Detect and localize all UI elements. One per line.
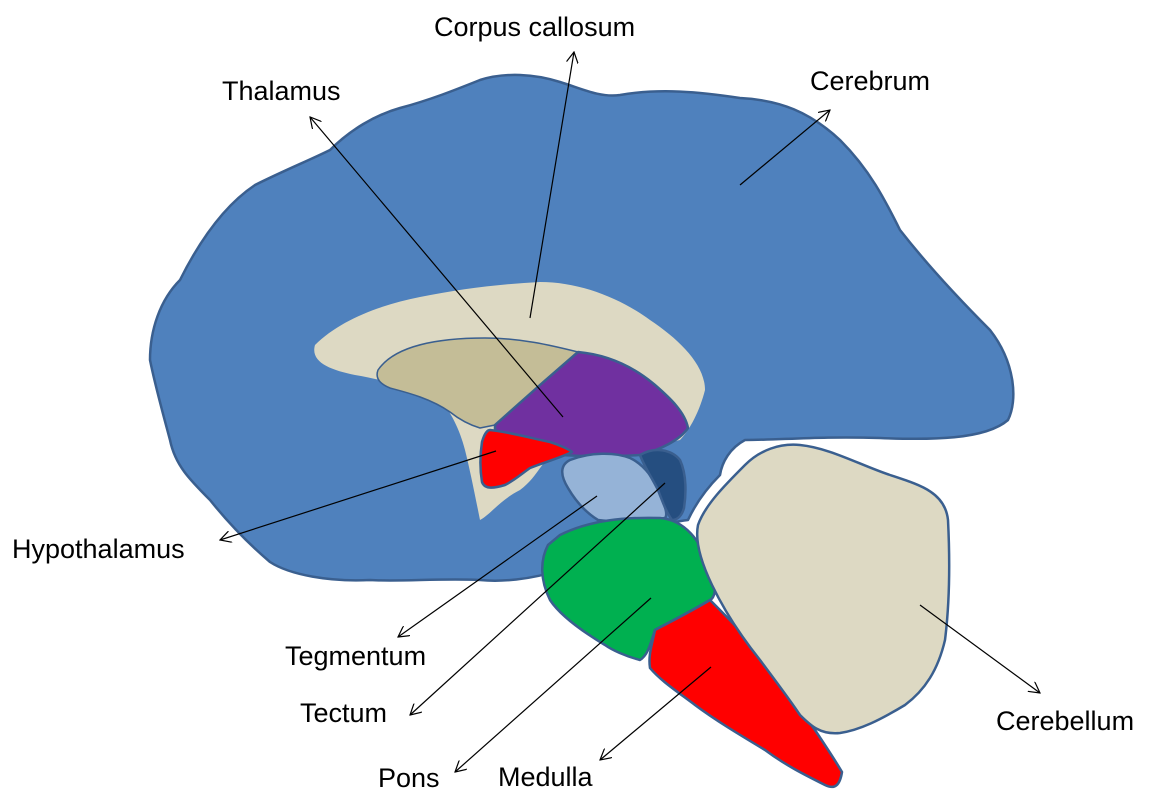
tectum-label: Tectum [300, 698, 387, 728]
pons-label: Pons [378, 763, 440, 793]
cerebrum-label: Cerebrum [810, 66, 930, 96]
cerebellum-label: Cerebellum [996, 706, 1134, 736]
medulla-leader [600, 667, 711, 760]
hypothalamus-label: Hypothalamus [12, 534, 185, 564]
thalamus-label: Thalamus [222, 76, 341, 106]
tegmentum-label: Tegmentum [285, 641, 426, 671]
corpus-callosum-label: Corpus callosum [434, 12, 635, 42]
pons-leader [455, 598, 651, 772]
medulla-label: Medulla [498, 762, 594, 792]
